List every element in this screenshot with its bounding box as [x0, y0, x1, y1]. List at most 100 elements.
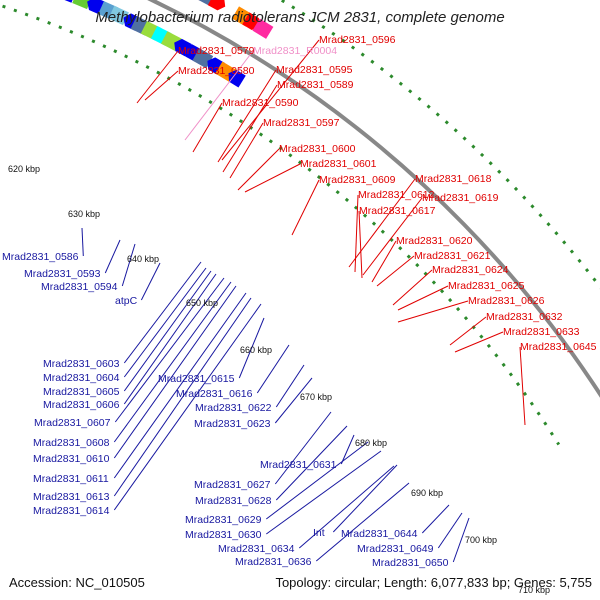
- leader-line-bottom-0: [81, 227, 84, 257]
- leader-line-bottom-9: [113, 281, 232, 443]
- leader-line-bottom-4: [123, 261, 202, 364]
- gene-label-mrad2831-0650[interactable]: Mrad2831_0650: [372, 557, 449, 569]
- gene-label-mrad2831-0617[interactable]: Mrad2831_0617: [359, 205, 436, 217]
- gene-label-mrad2831-0612[interactable]: Mrad2831_0612: [358, 189, 435, 201]
- leader-line-bottom-21: [265, 441, 369, 520]
- leader-line-top-11: [348, 178, 416, 268]
- gene-label-mrad2831-0632[interactable]: Mrad2831_0632: [486, 311, 563, 323]
- gene-label-mrad2831-0580[interactable]: Mrad2831_0580: [178, 65, 255, 77]
- tick-label-3: 650 kbp: [186, 298, 218, 308]
- leader-line-bottom-25: [421, 504, 450, 534]
- gene-label-mrad2831-0622[interactable]: Mrad2831_0622: [195, 402, 272, 414]
- leader-line-top-5: [222, 84, 278, 173]
- gene-label-mrad2831-0634[interactable]: Mrad2831_0634: [218, 543, 295, 555]
- leader-line-bottom-8: [114, 277, 225, 423]
- gene-label-mrad2831-0619[interactable]: Mrad2831_0619: [422, 192, 499, 204]
- leader-line-bottom-16: [275, 364, 305, 408]
- gene-label-mrad2831-0615[interactable]: Mrad2831_0615: [158, 373, 235, 385]
- leader-line-top-21: [454, 331, 504, 353]
- gene-label-mrad2831-0624[interactable]: Mrad2831_0624: [432, 264, 509, 276]
- gene-label-mrad2831-0595[interactable]: Mrad2831_0595: [276, 64, 353, 76]
- gene-label-mrad2831-0628[interactable]: Mrad2831_0628: [195, 495, 272, 507]
- gene-label-mrad2831-0626[interactable]: Mrad2831_0626: [468, 295, 545, 307]
- gene-label-mrad2831-0605[interactable]: Mrad2831_0605: [43, 386, 120, 398]
- gene-label-mrad2831-0604[interactable]: Mrad2831_0604: [43, 372, 120, 384]
- gene-label-mrad2831-0601[interactable]: Mrad2831_0601: [300, 158, 377, 170]
- gene-label-mrad2831-0631[interactable]: Mrad2831_0631: [260, 459, 337, 471]
- gene-label-mrad2831-0594[interactable]: Mrad2831_0594: [41, 281, 118, 293]
- gene-label-mrad2831-0620[interactable]: Mrad2831_0620: [396, 235, 473, 247]
- gene-label-mrad2831-0625[interactable]: Mrad2831_0625: [448, 280, 525, 292]
- forward-gene-27: [252, 18, 274, 39]
- backbone-line: [146, 0, 600, 398]
- forward-gene-24: [207, 0, 226, 11]
- tick-label-5: 670 kbp: [300, 392, 332, 402]
- gene-label-mrad2831-0627[interactable]: Mrad2831_0627: [194, 479, 271, 491]
- leader-line-top-8: [237, 148, 280, 191]
- gene-label-mrad2831-0590[interactable]: Mrad2831_0590: [222, 97, 299, 109]
- gene-label-int[interactable]: Int: [313, 527, 325, 539]
- gene-label-mrad2831-0630[interactable]: Mrad2831_0630: [185, 529, 262, 541]
- gene-label-atpc[interactable]: atpC: [115, 295, 138, 307]
- leader-line-bottom-5: [123, 267, 207, 378]
- gene-label-mrad2831-0623[interactable]: Mrad2831_0623: [194, 418, 271, 430]
- gene-label-mrad2831-0597[interactable]: Mrad2831_0597: [263, 117, 340, 129]
- leader-line-top-19: [397, 300, 469, 323]
- gene-label-mrad2831-0614[interactable]: Mrad2831_0614: [33, 505, 110, 517]
- gc-skew-dots: [0, 0, 600, 446]
- gene-label-mrad2831-0633[interactable]: Mrad2831_0633: [503, 326, 580, 338]
- leader-line-top-6: [192, 102, 223, 153]
- gene-label-mrad2831-0616[interactable]: Mrad2831_0616: [176, 388, 253, 400]
- leader-line-bottom-3: [140, 262, 161, 301]
- gene-label-mrad2831-0618[interactable]: Mrad2831_0618: [415, 173, 492, 185]
- gene-labels[interactable]: Mrad2831_0579Mrad2831_R0004Mrad2831_0596…: [2, 34, 597, 569]
- gene-label-mrad2831-0645[interactable]: Mrad2831_0645: [520, 341, 597, 353]
- leader-line-top-1: [184, 50, 254, 141]
- tick-label-1: 630 kbp: [68, 209, 100, 219]
- leader-line-top-10: [291, 179, 320, 236]
- page-title: Methylobacterium radiotolerans JCM 2831,…: [95, 9, 505, 26]
- gene-label-mrad2831-0611[interactable]: Mrad2831_0611: [33, 473, 109, 485]
- leader-line-bottom-12: [113, 297, 252, 497]
- tick-label-7: 690 kbp: [411, 488, 443, 498]
- gene-label-mrad2831-0644[interactable]: Mrad2831_0644: [341, 528, 418, 540]
- gene-label-mrad2831-r0004[interactable]: Mrad2831_R0004: [253, 45, 337, 57]
- leader-line-top-12: [354, 194, 359, 273]
- gc-dot-track-inner: [0, 3, 561, 446]
- accession-label: Accession: NC_010505: [9, 575, 145, 590]
- gene-label-mrad2831-0609[interactable]: Mrad2831_0609: [319, 174, 396, 186]
- gene-label-mrad2831-0606[interactable]: Mrad2831_0606: [43, 399, 120, 411]
- gene-label-mrad2831-0593[interactable]: Mrad2831_0593: [24, 268, 101, 280]
- leader-line-bottom-27: [315, 482, 410, 562]
- gene-label-mrad2831-0629[interactable]: Mrad2831_0629: [185, 514, 262, 526]
- gene-label-mrad2831-0613[interactable]: Mrad2831_0613: [33, 491, 110, 503]
- leader-line-top-22: [519, 346, 526, 426]
- gene-label-mrad2831-0603[interactable]: Mrad2831_0603: [43, 358, 120, 370]
- gene-label-mrad2831-0608[interactable]: Mrad2831_0608: [33, 437, 110, 449]
- gene-label-mrad2831-0589[interactable]: Mrad2831_0589: [277, 79, 354, 91]
- tick-label-2: 640 kbp: [127, 254, 159, 264]
- leader-line-top-0: [136, 50, 179, 104]
- tick-label-6: 680 kbp: [355, 438, 387, 448]
- gene-label-mrad2831-0579[interactable]: Mrad2831_0579: [178, 45, 255, 57]
- gene-label-mrad2831-0649[interactable]: Mrad2831_0649: [357, 543, 434, 555]
- gene-label-mrad2831-0621[interactable]: Mrad2831_0621: [414, 250, 491, 262]
- leader-line-bottom-22: [266, 450, 382, 535]
- reverse-gene-17: [72, 0, 93, 10]
- leader-line-top-3: [144, 70, 179, 101]
- leader-line-bottom-14: [238, 317, 265, 379]
- leader-line-top-7: [229, 122, 264, 179]
- gene-label-mrad2831-0596[interactable]: Mrad2831_0596: [319, 34, 396, 46]
- label-leader-lines: [81, 39, 526, 563]
- gene-label-mrad2831-0636[interactable]: Mrad2831_0636: [235, 556, 312, 568]
- gene-label-mrad2831-0600[interactable]: Mrad2831_0600: [279, 143, 356, 155]
- leader-line-bottom-19: [274, 411, 332, 485]
- gene-label-mrad2831-0607[interactable]: Mrad2831_0607: [34, 417, 111, 429]
- leader-line-bottom-18: [340, 434, 355, 465]
- leader-line-top-2: [221, 39, 320, 161]
- gene-label-mrad2831-0610[interactable]: Mrad2831_0610: [33, 453, 110, 465]
- gene-label-mrad2831-0586[interactable]: Mrad2831_0586: [2, 251, 79, 263]
- leader-line-bottom-26: [437, 512, 463, 549]
